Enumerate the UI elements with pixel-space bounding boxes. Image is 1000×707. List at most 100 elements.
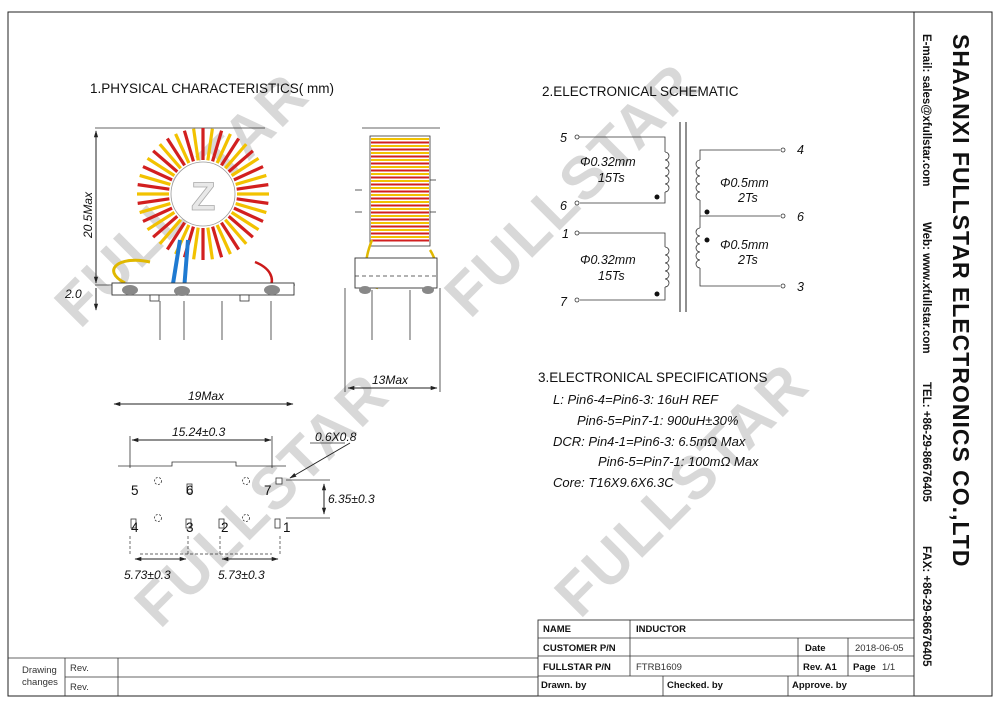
side-windings (371, 138, 429, 242)
pin-hole-b (242, 477, 250, 485)
winding-turn (158, 218, 182, 245)
row-spacing-label: 6.35±0.3 (328, 492, 375, 506)
winding-turn (230, 156, 260, 177)
pin-1-pad (274, 518, 281, 529)
w4-turns: 2Ts (737, 253, 758, 267)
pin-2-pad (218, 518, 225, 529)
winding-turn (165, 137, 186, 167)
winding-turn (192, 128, 200, 161)
pin-length-label: 2.0 (64, 287, 82, 301)
rev-label-2: Rev. (70, 682, 89, 693)
schematic-heading: 2.ELECTRONICAL SCHEMATIC (542, 84, 739, 99)
pin-label-6: 6 (186, 483, 194, 498)
winding-turn (146, 211, 176, 232)
base-outline-bottom (129, 536, 281, 556)
solder-blob-3 (264, 285, 280, 295)
sch-pin-1: 1 (562, 227, 569, 241)
pin-label-7: 7 (264, 483, 272, 498)
checked-by-label: Checked. by (667, 680, 724, 691)
winding-turn (233, 206, 264, 223)
winding-turn (206, 128, 214, 161)
winding-turn (152, 149, 179, 173)
title-block: NAME INDUCTOR CUSTOMER P/N Date 2018-06-… (537, 619, 915, 697)
front-standoff-2 (239, 294, 250, 302)
winding-turn (174, 133, 191, 164)
pin-label-3: 3 (186, 520, 194, 535)
spec-list: L: Pin6-4=Pin6-3: 16uH REF Pin6-5=Pin7-1… (553, 392, 759, 490)
revision-block: Drawing changes Rev. Rev. (8, 657, 538, 696)
coil-secondary-upper (695, 159, 701, 201)
pair-spacing-right-label: 5.73±0.3 (218, 568, 265, 582)
approve-by-label: Approve. by (792, 680, 848, 691)
sch-pin-6a: 6 (560, 199, 567, 213)
side-view: 13Max (344, 127, 441, 392)
company-column: SHAANXI FULLSTAR ELECTRONICS CO.,LTD E-m… (920, 34, 974, 667)
pin-layout: 19Max 15.24±0.3 0.6X0.8 5 6 7 4 3 2 1 6.… (113, 389, 375, 582)
w3-wire: Φ0.5mm (720, 176, 769, 190)
winding-turn (220, 137, 241, 167)
side-base (354, 257, 438, 289)
dot-primary-upper (654, 194, 660, 200)
company-tel: TEL: +86-29-86676405 (920, 382, 932, 502)
spec-line-4: Pin6-5=Pin7-1: 100mΩ Max (598, 454, 759, 469)
fullstar-logo: Z (191, 175, 215, 219)
front-view: 20.5Max 2.0 Z (64, 127, 295, 340)
pin-label-5: 5 (131, 483, 139, 498)
pin-4-pad (130, 518, 137, 529)
coil-primary-lower (664, 246, 670, 288)
solder-blob-2 (174, 286, 190, 296)
w1-turns: 15Ts (598, 171, 625, 185)
winding-turn (236, 197, 269, 205)
side-solder-1 (359, 286, 371, 294)
winding-turn (165, 221, 186, 251)
pin-diameter-label: 0.6X0.8 (315, 430, 357, 444)
company-web: Web: www.xfullstar.com (920, 222, 932, 354)
w4-wire: Φ0.5mm (720, 238, 769, 252)
page-value: 1/1 (882, 662, 895, 673)
winding-turn (235, 202, 267, 215)
name-value: INDUCTOR (636, 624, 686, 635)
pin-3-pad (185, 518, 192, 529)
winding-turn (224, 218, 248, 245)
winding-turn (158, 143, 182, 170)
physical-heading: 1.PHYSICAL CHARACTERISTICS( mm) (90, 81, 334, 96)
company-fax: FAX: +86-29-86676405 (920, 546, 932, 667)
side-solder-2 (422, 286, 434, 294)
pin-label-4: 4 (131, 520, 139, 535)
toroid-windings (137, 128, 269, 260)
pin-hole-c (154, 514, 162, 522)
name-label: NAME (543, 624, 571, 635)
pair-spacing-left-label: 5.73±0.3 (124, 568, 171, 582)
pin-label-1: 1 (283, 520, 291, 535)
winding-turn (211, 130, 224, 162)
coil-secondary-lower (695, 227, 701, 269)
drawing-label: Drawing (22, 665, 57, 676)
winding-turn (142, 165, 173, 182)
pin-spacing-label: 15.24±0.3 (172, 425, 226, 439)
coil-primary-upper (664, 151, 670, 193)
winding-turn (215, 133, 232, 164)
winding-turn (137, 197, 170, 205)
specs-heading: 3.ELECTRONICAL SPECIFICATIONS (538, 370, 768, 385)
winding-turn (137, 183, 170, 191)
pin-6-pad (186, 483, 193, 494)
rev-value: Rev. A1 (803, 662, 838, 673)
spec-line-2: Pin6-5=Pin7-1: 900uH±30% (577, 413, 738, 428)
fullstar-pn-label: FULLSTAR P/N (543, 662, 611, 673)
base-outline-top (118, 461, 286, 467)
height-dim-label: 20.5Max (81, 191, 95, 239)
dot-secondary-upper (704, 209, 710, 215)
w1-wire: Φ0.32mm (580, 155, 636, 169)
winding-turn (139, 202, 171, 215)
winding-turn (236, 183, 269, 191)
page-label: Page (853, 662, 876, 673)
spec-line-3: DCR: Pin4-1=Pin6-3: 6.5mΩ Max (553, 434, 746, 449)
winding-turn (227, 215, 254, 239)
side-width-label: 13Max (372, 373, 409, 387)
front-standoff-1 (149, 294, 160, 302)
company-name: SHAANXI FULLSTAR ELECTRONICS CO.,LTD (948, 34, 974, 567)
spec-line-5: Core: T16X9.6X6.3C (553, 475, 674, 490)
winding-turn (227, 149, 254, 173)
sch-pin-7: 7 (560, 295, 568, 309)
